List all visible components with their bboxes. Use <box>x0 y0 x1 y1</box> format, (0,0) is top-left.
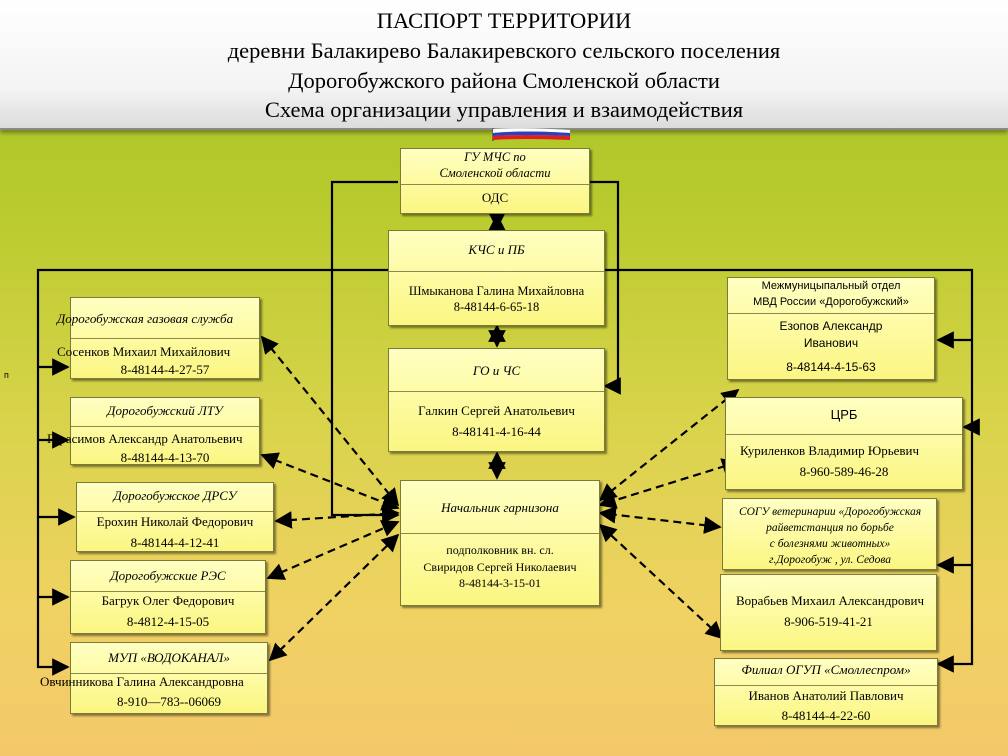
mchs-ods: ОДС <box>481 190 509 205</box>
crb-box: ЦРБ <box>725 397 963 490</box>
gochs-box: ГО и ЧС Галкин Сергей Анатольевич 8-4814… <box>388 348 605 452</box>
vet-title-line-2: райветстанция по борьбе <box>766 522 894 534</box>
crb-title: ЦРБ <box>830 407 858 422</box>
res-title: Дорогобужские РЭС <box>110 568 226 583</box>
gochs-phone: 8-48141-4-16-44 <box>452 424 541 439</box>
vet-title-line-1: СОГУ ветеринарии «Дорогобужская <box>738 506 922 518</box>
vet-title-line-4: г.Дорогобуж , ул. Седова <box>769 554 891 566</box>
drsu-title: Дорогобужское ДРСУ <box>113 488 237 503</box>
mchs-title-line-1: ГУ МЧС по <box>464 150 526 164</box>
smollesprom-box: Филиал ОГУП «Смоллеспром» Иванов Анатоли… <box>714 658 938 726</box>
kchs-phone: 8-48144-6-65-18 <box>453 300 540 314</box>
smollesprom-title: Филиал ОГУП «Смоллеспром» <box>741 662 911 677</box>
vet-head-box <box>720 574 937 651</box>
title-banner: ПАСПОРТ ТЕРРИТОРИИ деревни Балакирево Ба… <box>0 0 1008 130</box>
mvd-head-name-line-2: Иванович <box>803 336 859 350</box>
ltu-head-name: Герасимов Александр Анатольевич <box>47 431 243 446</box>
mvd-box: Межмуницыпальный отдел МВД России «Дорог… <box>727 277 935 380</box>
kchs-head-name: Шмыканова Галина Михайловна <box>408 284 585 298</box>
mvd-title-line-1: Межмуницыпальный отдел <box>761 280 901 292</box>
gas-service-head-name: Сосенков Михаил Михайлович <box>57 344 231 359</box>
title-line-1: ПАСПОРТ ТЕРРИТОРИИ <box>376 8 632 33</box>
title-line-3: Дорогобужского района Смоленской области <box>288 68 720 93</box>
res-phone: 8-4812-4-15-05 <box>126 614 210 629</box>
garrison-title: Начальник гарнизона <box>441 500 559 515</box>
res-box: Дорогобужские РЭС Багрук Олег Федорович … <box>70 560 266 634</box>
ltu-box: Дорогобужский ЛТУ <box>70 397 260 465</box>
vet-title-box <box>722 498 937 570</box>
gochs-head-name: Галкин Сергей Анатольевич <box>418 403 575 418</box>
vodokanal-head-name: Овчинникова Галина Александровна <box>40 674 244 689</box>
gochs-title: ГО и ЧС <box>472 363 521 378</box>
mvd-title-line-2: МВД России «Дорогобужский» <box>753 296 909 308</box>
vet-phone: 8-906-519-41-21 <box>784 614 873 629</box>
gas-service-box <box>70 297 260 379</box>
drsu-head-name: Ерохин Николай Федорович <box>96 514 254 529</box>
garrison-phone: 8-48144-3-15-01 <box>459 576 541 590</box>
vodokanal-box: МУП «ВОДОКАНАЛ» <box>70 642 268 714</box>
smollesprom-phone: 8-48144-4-22-60 <box>781 708 871 723</box>
smollesprom-head-name: Иванов Анатолий Павлович <box>748 688 904 703</box>
mchs-title-line-2: Смоленской области <box>439 166 551 180</box>
kchs-title: КЧС и ПБ <box>468 242 525 257</box>
drsu-box: Дорогобужское ДРСУ Ерохин Николай Федоро… <box>76 482 274 552</box>
gas-service-title: Дорогобужская газовая служба <box>57 311 234 326</box>
ltu-phone: 8-48144-4-13-70 <box>120 450 210 465</box>
mchs-box: ГУ МЧС по Смоленской области ОДС <box>400 148 590 214</box>
title-line-4: Схема организации управления и взаимодей… <box>264 97 744 122</box>
res-head-name: Багрук Олег Федорович <box>101 593 235 608</box>
drsu-phone: 8-48144-4-12-41 <box>130 535 220 550</box>
mvd-head-name-line-1: Езопов Александр <box>779 319 883 333</box>
garrison-head-name: Свиридов Сергей Николаевич <box>423 560 577 574</box>
crb-head-name: Куриленков Владимир Юрьевич <box>740 443 920 458</box>
ltu-title: Дорогобужский ЛТУ <box>107 403 223 418</box>
mvd-phone: 8-48144-4-15-63 <box>786 360 876 374</box>
vet-title-line-3: с болезнями животных» <box>769 538 891 550</box>
kchs-box: КЧС и ПБ Шмыканова Галина Михайловна 8-4… <box>388 230 605 326</box>
side-mark: п <box>4 370 9 380</box>
garrison-box: Начальник гарнизона подполковник вн. сл.… <box>400 480 600 606</box>
vodokanal-phone: 8-910—783--06069 <box>117 694 221 709</box>
vodokanal-title: МУП «ВОДОКАНАЛ» <box>108 650 230 665</box>
crb-phone: 8-960-589-46-28 <box>799 464 889 479</box>
title-line-2: деревни Балакирево Балакиревского сельск… <box>227 38 781 63</box>
gas-service-phone: 8-48144-4-27-57 <box>120 362 210 377</box>
garrison-rank: подполковник вн. сл. <box>446 543 554 557</box>
russian-flag-icon <box>492 128 570 141</box>
vet-head-name: Ворабьев Михаил Александрович <box>736 593 924 608</box>
